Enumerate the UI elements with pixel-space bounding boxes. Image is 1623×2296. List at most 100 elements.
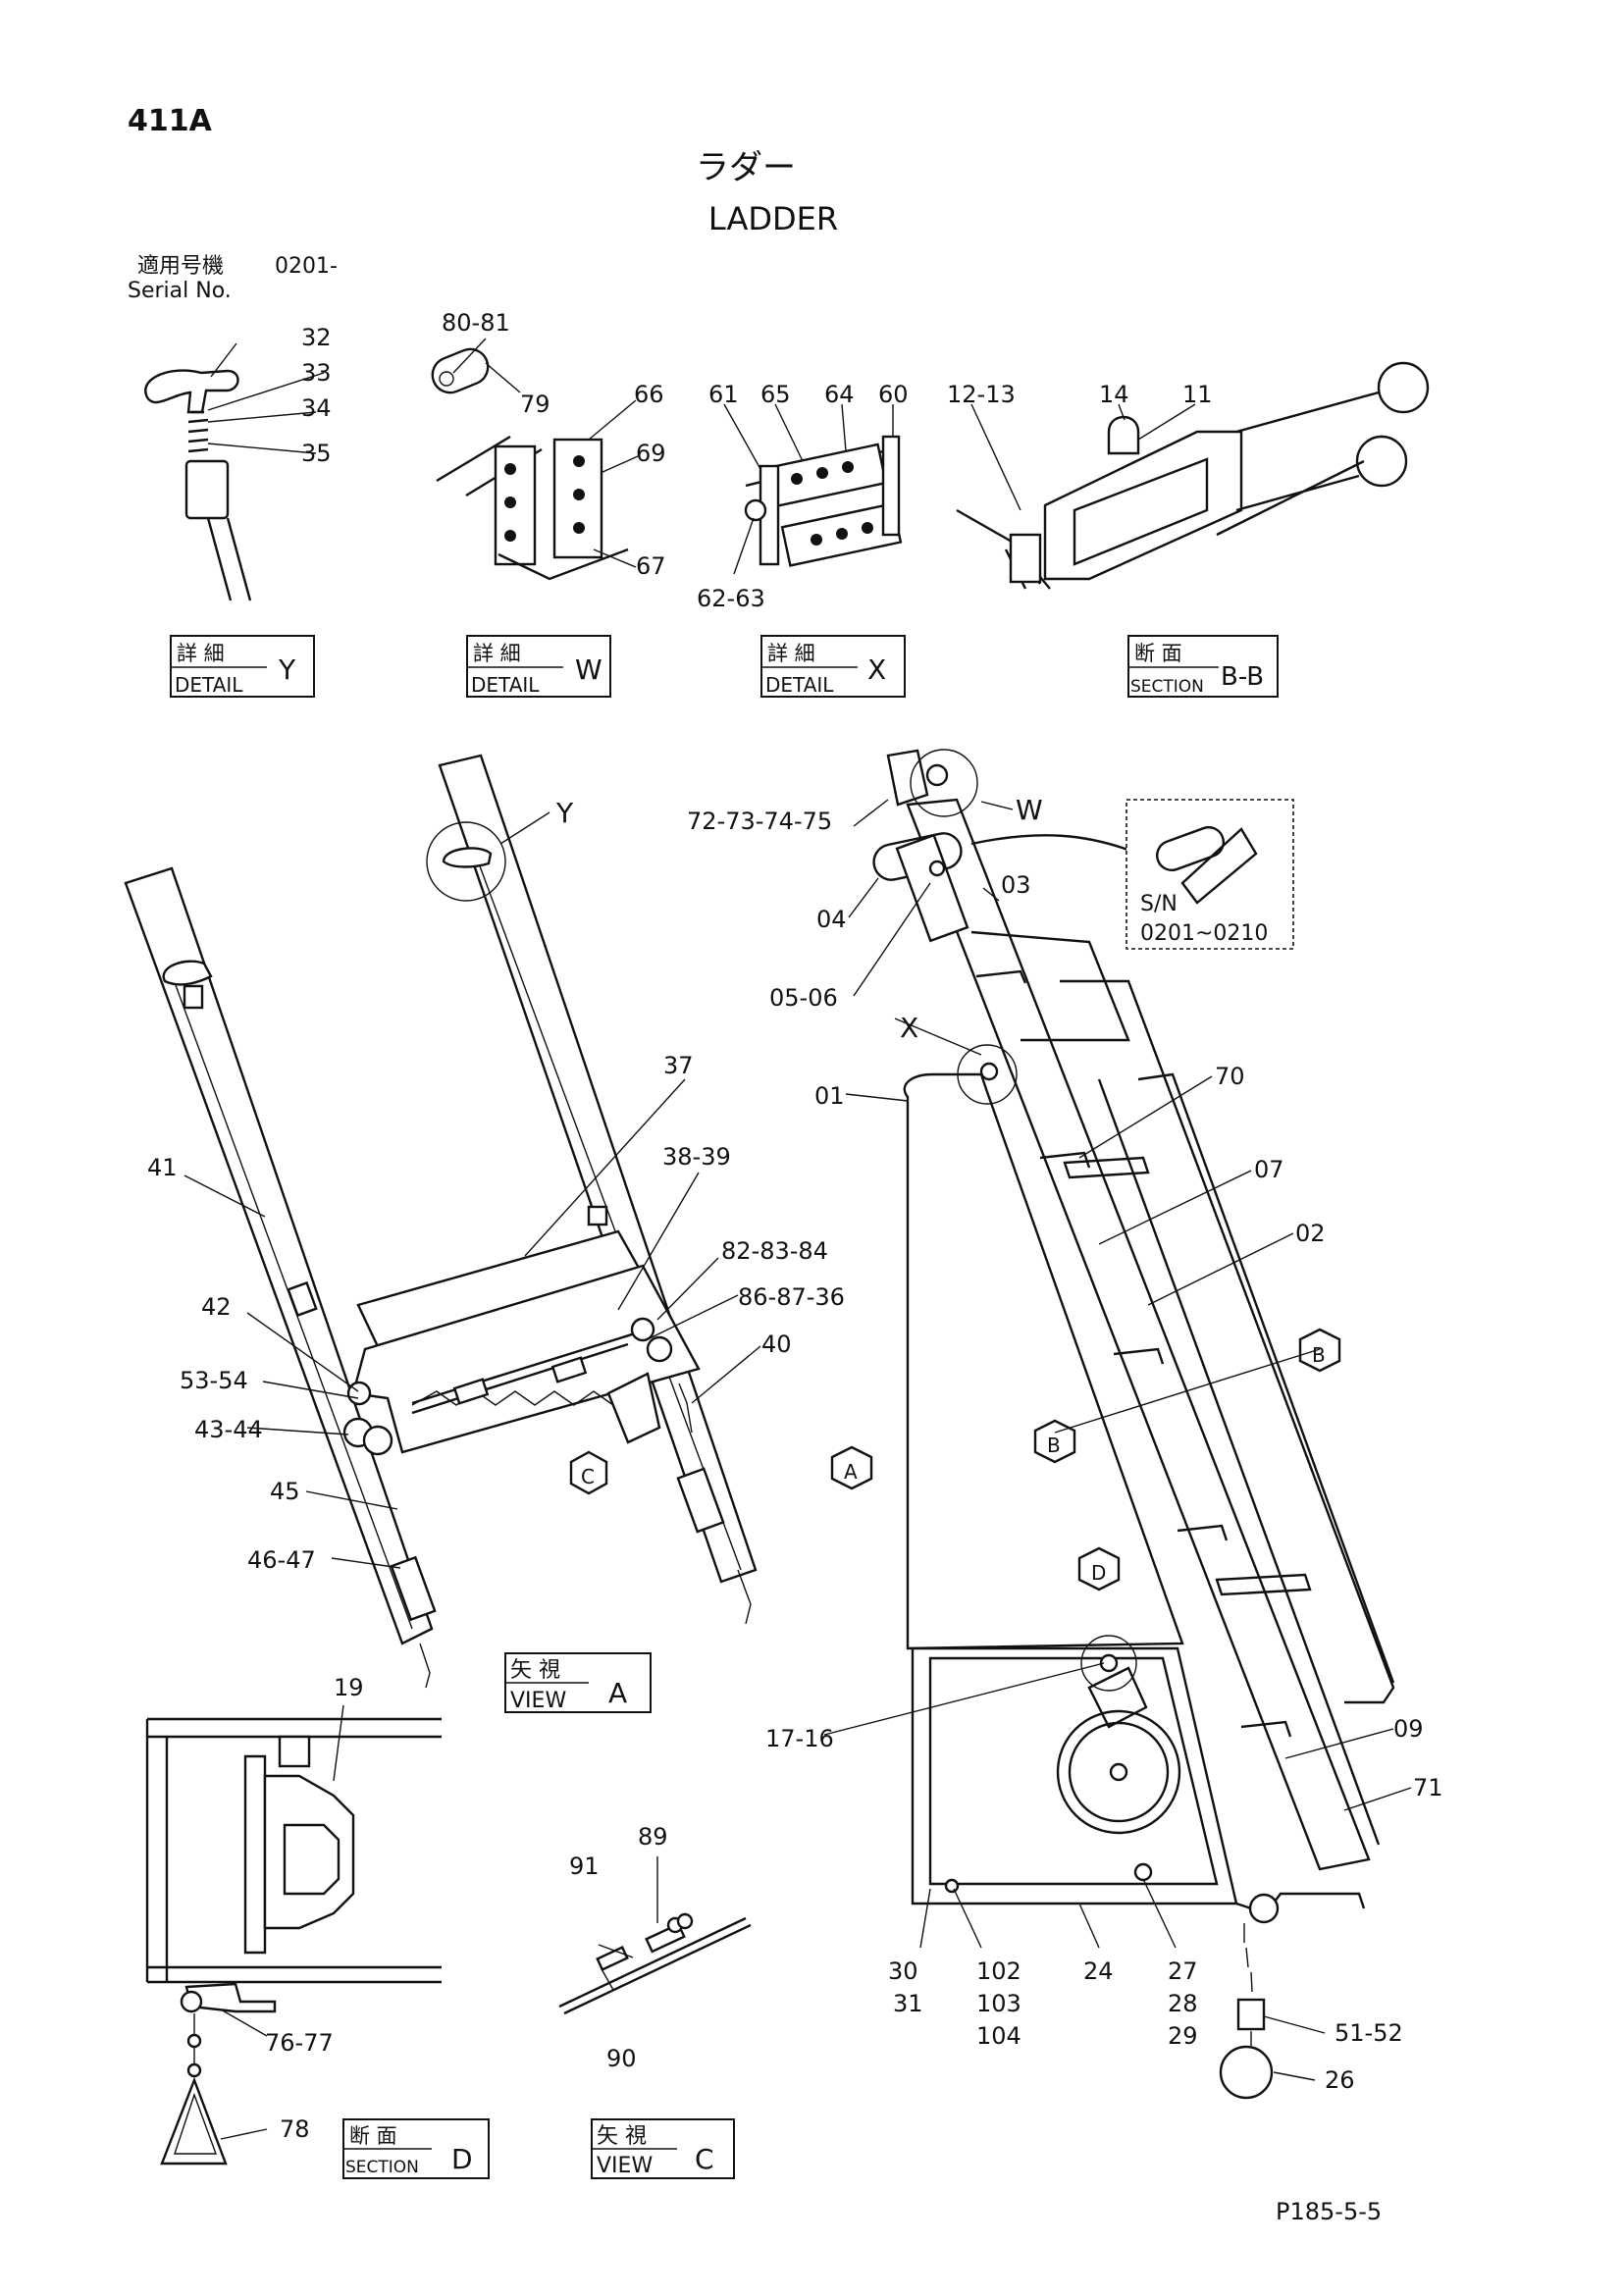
part-label-91: 91 bbox=[569, 1852, 600, 1880]
page-reference: P185-5-5 bbox=[1276, 2198, 1382, 2225]
part-label-40: 40 bbox=[761, 1331, 792, 1358]
part-label-31: 31 bbox=[893, 1990, 923, 2017]
svg-text:A: A bbox=[608, 1677, 627, 1709]
part-label-19: 19 bbox=[334, 1674, 364, 1701]
part-label-11: 11 bbox=[1182, 381, 1213, 408]
part-label-71: 71 bbox=[1413, 1774, 1443, 1801]
part-label-78: 78 bbox=[280, 2115, 310, 2143]
svg-text:Y: Y bbox=[278, 653, 296, 686]
view-marker-b-upper: B bbox=[1298, 1328, 1341, 1373]
part-label-64: 64 bbox=[824, 381, 855, 408]
part-label-53-54: 53-54 bbox=[180, 1367, 248, 1394]
svg-text:VIEW: VIEW bbox=[597, 2154, 653, 2178]
section-bb-drawing bbox=[956, 361, 1430, 590]
svg-text:詳 細: 詳 細 bbox=[177, 642, 225, 665]
detail-w-drawing bbox=[431, 338, 639, 581]
part-label-01: 01 bbox=[814, 1082, 845, 1110]
svg-text:0201~0210: 0201~0210 bbox=[1140, 921, 1268, 946]
part-label-65: 65 bbox=[760, 381, 791, 408]
part-label-41: 41 bbox=[147, 1154, 178, 1181]
part-label-67: 67 bbox=[636, 552, 666, 580]
part-label-38-39: 38-39 bbox=[662, 1143, 731, 1171]
title-japanese: ラダー bbox=[696, 148, 796, 187]
serial-range: 0201- bbox=[275, 254, 338, 279]
svg-text:矢 視: 矢 視 bbox=[510, 1658, 560, 1683]
svg-text:DETAIL: DETAIL bbox=[175, 673, 243, 697]
part-label-29: 29 bbox=[1168, 2022, 1198, 2050]
svg-text:C: C bbox=[581, 1465, 595, 1488]
serial-label-japanese: 適用号機 bbox=[137, 254, 224, 279]
part-label-82-83-84: 82-83-84 bbox=[721, 1237, 828, 1265]
part-label-26: 26 bbox=[1325, 2066, 1355, 2094]
part-label-27: 27 bbox=[1168, 1957, 1198, 1985]
svg-text:C: C bbox=[695, 2143, 714, 2175]
part-label-35: 35 bbox=[301, 440, 332, 467]
page-code: 411A bbox=[128, 104, 213, 138]
part-label-79: 79 bbox=[520, 391, 550, 418]
part-label-66: 66 bbox=[634, 381, 664, 408]
part-label-24: 24 bbox=[1083, 1957, 1114, 1985]
svg-text:B-B: B-B bbox=[1221, 662, 1264, 692]
section-d-label: 断 面 SECTION D bbox=[342, 2118, 490, 2179]
view-marker-c: C bbox=[569, 1450, 608, 1495]
section-d-drawing bbox=[145, 1704, 442, 2166]
part-label-90: 90 bbox=[606, 2045, 637, 2072]
detail-x-drawing bbox=[723, 403, 903, 575]
part-label-89: 89 bbox=[638, 1823, 668, 1851]
svg-text:詳 細: 詳 細 bbox=[473, 642, 521, 665]
section-cut-line-bb bbox=[1054, 1348, 1321, 1434]
svg-text:矢 視: 矢 視 bbox=[597, 2124, 647, 2149]
part-label-14: 14 bbox=[1099, 381, 1129, 408]
view-c-label: 矢 視 VIEW C bbox=[591, 2118, 735, 2179]
part-label-12-13: 12-13 bbox=[947, 381, 1016, 408]
part-label-62-63: 62-63 bbox=[697, 585, 765, 612]
svg-text:A: A bbox=[844, 1460, 858, 1484]
circle-tag-w: W bbox=[1016, 794, 1043, 826]
part-label-30: 30 bbox=[888, 1957, 918, 1985]
detail-y-drawing bbox=[144, 342, 325, 601]
part-label-51-52: 51-52 bbox=[1335, 2019, 1403, 2047]
part-label-03: 03 bbox=[1001, 871, 1031, 899]
part-label-76-77: 76-77 bbox=[265, 2029, 334, 2057]
svg-text:VIEW: VIEW bbox=[510, 1689, 566, 1713]
svg-text:D: D bbox=[451, 2143, 473, 2175]
part-label-103: 103 bbox=[976, 1990, 1021, 2017]
serial-label-english: Serial No. bbox=[128, 279, 232, 303]
part-label-72-73-74-75: 72-73-74-75 bbox=[687, 808, 832, 835]
detail-w-label: 詳 細 DETAIL W bbox=[466, 635, 611, 698]
part-label-69: 69 bbox=[636, 440, 666, 467]
part-label-28: 28 bbox=[1168, 1990, 1198, 2017]
section-bb-label: 断 面 SECTION B-B bbox=[1127, 635, 1279, 698]
part-label-43-44: 43-44 bbox=[194, 1416, 263, 1443]
view-marker-d: D bbox=[1077, 1546, 1121, 1592]
view-marker-a: A bbox=[830, 1445, 873, 1490]
svg-text:B: B bbox=[1312, 1343, 1326, 1367]
part-label-61: 61 bbox=[708, 381, 739, 408]
svg-text:SECTION: SECTION bbox=[345, 2158, 419, 2177]
svg-text:DETAIL: DETAIL bbox=[471, 673, 540, 697]
detail-y-label: 詳 細 DETAIL Y bbox=[170, 635, 315, 698]
part-label-37: 37 bbox=[663, 1052, 694, 1079]
detail-x-label: 詳 細 DETAIL X bbox=[760, 635, 906, 698]
part-label-02: 02 bbox=[1295, 1220, 1326, 1247]
svg-text:断 面: 断 面 bbox=[1134, 642, 1182, 665]
circle-tag-y: Y bbox=[555, 797, 574, 829]
serial-note-inset: S/N 0201~0210 bbox=[1126, 799, 1294, 950]
view-a-label: 矢 視 VIEW A bbox=[504, 1652, 652, 1713]
part-label-09: 09 bbox=[1393, 1715, 1424, 1743]
part-label-86-87-36: 86-87-36 bbox=[738, 1283, 845, 1311]
part-label-34: 34 bbox=[301, 394, 332, 422]
main-ladder-drawing bbox=[872, 749, 1395, 2100]
view-a-drawing bbox=[124, 754, 758, 1689]
part-label-33: 33 bbox=[301, 359, 332, 387]
part-label-17-16: 17-16 bbox=[765, 1725, 834, 1752]
part-label-07: 07 bbox=[1254, 1156, 1284, 1183]
svg-text:D: D bbox=[1091, 1561, 1106, 1585]
svg-text:S/N: S/N bbox=[1140, 892, 1178, 916]
part-label-60: 60 bbox=[878, 381, 909, 408]
circle-tag-x: X bbox=[900, 1012, 918, 1044]
part-label-104: 104 bbox=[976, 2022, 1021, 2050]
svg-text:B: B bbox=[1047, 1434, 1061, 1457]
svg-text:DETAIL: DETAIL bbox=[765, 673, 834, 697]
